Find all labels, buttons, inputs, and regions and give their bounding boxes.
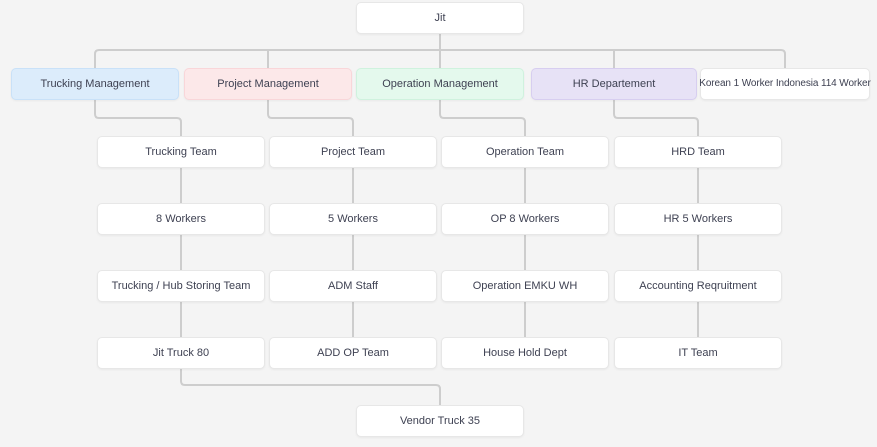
node-trucking-hub-storing-team[interactable]: Trucking / Hub Storing Team <box>97 270 265 302</box>
node-trucking-management[interactable]: Trucking Management <box>11 68 179 100</box>
connector-project <box>267 100 354 136</box>
node-operation-team[interactable]: Operation Team <box>441 136 609 168</box>
node-accounting-recruitment[interactable]: Accounting Reqruitment <box>614 270 782 302</box>
connector-hr <box>613 100 699 136</box>
connector-operation <box>439 100 526 136</box>
node-adm-staff[interactable]: ADM Staff <box>269 270 437 302</box>
node-it-team[interactable]: IT Team <box>614 337 782 369</box>
node-project-management[interactable]: Project Management <box>184 68 352 100</box>
connector-trucking <box>94 100 182 136</box>
node-8-workers[interactable]: 8 Workers <box>97 203 265 235</box>
connector-vendor <box>180 369 441 405</box>
node-hrd-team[interactable]: HRD Team <box>614 136 782 168</box>
node-trucking-team[interactable]: Trucking Team <box>97 136 265 168</box>
node-op-8-workers[interactable]: OP 8 Workers <box>441 203 609 235</box>
node-5-workers[interactable]: 5 Workers <box>269 203 437 235</box>
node-operation-management[interactable]: Operation Management <box>356 68 524 100</box>
node-operation-emku-wh[interactable]: Operation EMKU WH <box>441 270 609 302</box>
node-hr-department[interactable]: HR Departement <box>531 68 697 100</box>
node-jit[interactable]: Jit <box>356 2 524 34</box>
node-vendor-truck-35[interactable]: Vendor Truck 35 <box>356 405 524 437</box>
node-hr-5-workers[interactable]: HR 5 Workers <box>614 203 782 235</box>
node-project-team[interactable]: Project Team <box>269 136 437 168</box>
node-house-hold-dept[interactable]: House Hold Dept <box>441 337 609 369</box>
node-jit-truck-80[interactable]: Jit Truck 80 <box>97 337 265 369</box>
node-korean-worker[interactable]: Korean 1 Worker Indonesia 114 Worker <box>699 68 871 100</box>
node-add-op-team[interactable]: ADD OP Team <box>269 337 437 369</box>
connector-bus <box>94 49 786 68</box>
